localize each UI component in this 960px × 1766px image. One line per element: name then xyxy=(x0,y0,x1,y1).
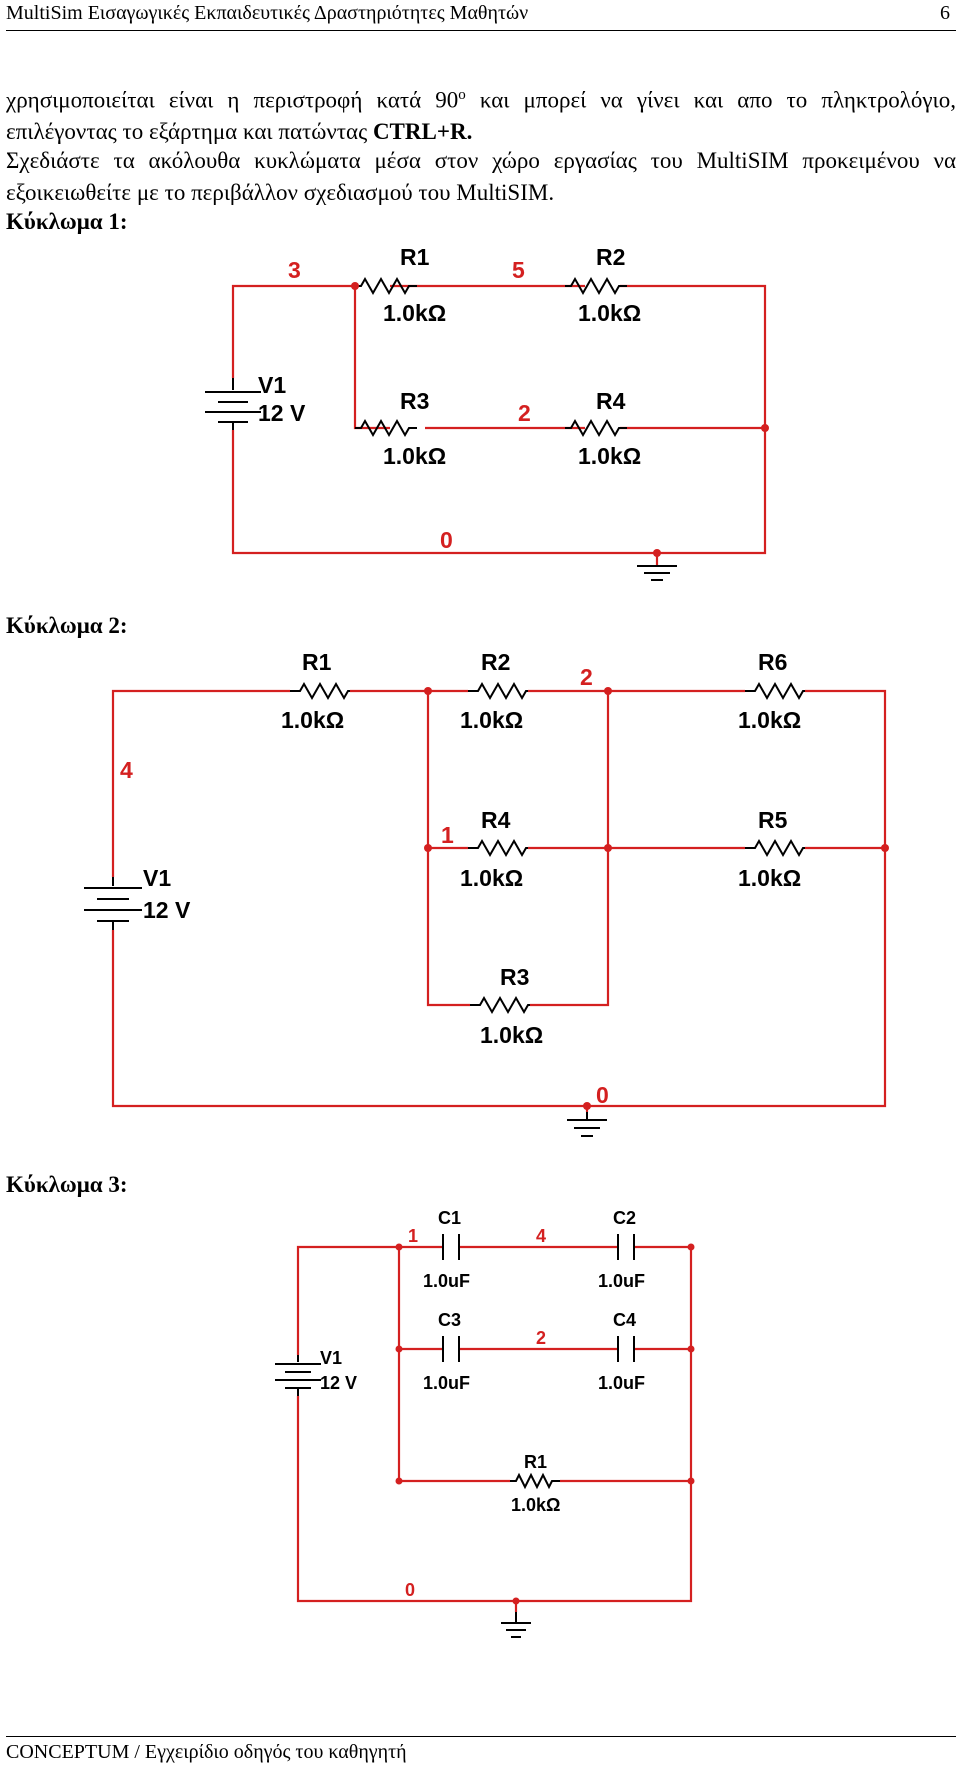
node-0: 0 xyxy=(405,1580,415,1600)
page-number: 6 xyxy=(940,2,950,24)
c4-value: 1.0uF xyxy=(598,1373,645,1393)
footer-text: CONCEPTUM / Εγχειρίδιο οδηγός του καθηγη… xyxy=(6,1741,407,1763)
r4-name: R4 xyxy=(596,388,626,414)
circuit3-schematic: 1 4 2 0 C1 1.0uF C2 1.0uF C3 1.0uF C4 1.… xyxy=(275,1208,695,1638)
r3-name: R3 xyxy=(500,964,529,990)
node-0: 0 xyxy=(596,1082,609,1108)
node-4: 4 xyxy=(120,757,133,783)
r1-name: R1 xyxy=(524,1452,547,1472)
instruction-paragraph: Σχεδιάστε τα ακόλουθα κυκλώματα μέσα στο… xyxy=(6,148,956,205)
r1-name: R1 xyxy=(400,244,430,270)
r3-name: R3 xyxy=(400,388,429,414)
node-2: 2 xyxy=(536,1328,546,1348)
r2-value: 1.0kΩ xyxy=(578,300,641,326)
intro-text-b: και μπορεί να γίνει και απο το πληκτρολό… xyxy=(6,87,956,145)
degree-mark: ο xyxy=(458,87,466,103)
r1-value: 1.0kΩ xyxy=(383,300,446,326)
r6-value: 1.0kΩ xyxy=(738,707,801,733)
v1-name: V1 xyxy=(320,1348,342,1368)
r1-value: 1.0kΩ xyxy=(281,707,344,733)
c1-value: 1.0uF xyxy=(423,1271,470,1291)
r3-value: 1.0kΩ xyxy=(383,443,446,469)
r5-name: R5 xyxy=(758,807,788,833)
node-3: 3 xyxy=(288,257,301,283)
header-title: MultiSim Εισαγωγικές Εκπαιδευτικές Δραστ… xyxy=(6,2,529,24)
c1-name: C1 xyxy=(438,1208,461,1228)
node-1: 1 xyxy=(408,1226,418,1246)
node-0: 0 xyxy=(440,527,453,553)
intro-text-c: . xyxy=(466,119,473,145)
c2-value: 1.0uF xyxy=(598,1271,645,1291)
v1-name: V1 xyxy=(258,372,286,398)
circuit3-heading: Κύκλωμα 3: xyxy=(6,1172,128,1197)
r5-value: 1.0kΩ xyxy=(738,865,801,891)
node-2: 2 xyxy=(518,400,531,426)
circuit1-heading: Κύκλωμα 1: xyxy=(6,209,128,234)
intro-text-a: χρησιμοποιείται είναι η περιστροφή κατά … xyxy=(6,87,459,113)
v1-value: 12 V xyxy=(320,1373,357,1393)
circuit1-schematic: 3 5 2 0 R1 1.0kΩ R2 1.0kΩ R3 1.0kΩ R4 1.… xyxy=(205,244,769,581)
r2-name: R2 xyxy=(481,649,510,675)
r4-value: 1.0kΩ xyxy=(578,443,641,469)
page-footer: CONCEPTUM / Εγχειρίδιο οδηγός του καθηγη… xyxy=(6,1736,956,1763)
shortcut-text: CTRL+R xyxy=(372,119,467,145)
r2-value: 1.0kΩ xyxy=(460,707,523,733)
r1-name: R1 xyxy=(302,649,332,675)
c4-name: C4 xyxy=(613,1310,636,1330)
c2-name: C2 xyxy=(613,1208,636,1228)
circuit2-heading: Κύκλωμα 2: xyxy=(6,613,128,638)
node-4: 4 xyxy=(536,1226,546,1246)
r4-value: 1.0kΩ xyxy=(460,865,523,891)
v1-value: 12 V xyxy=(143,897,191,923)
c3-value: 1.0uF xyxy=(423,1373,470,1393)
c3-name: C3 xyxy=(438,1310,461,1330)
v1-value: 12 V xyxy=(258,400,306,426)
node-1: 1 xyxy=(441,822,454,848)
node-5: 5 xyxy=(512,257,525,283)
r4-name: R4 xyxy=(481,807,511,833)
page-header: MultiSim Εισαγωγικές Εκπαιδευτικές Δραστ… xyxy=(6,0,956,31)
node-2: 2 xyxy=(580,664,593,690)
circuit2-schematic: 4 2 1 0 R1 1.0kΩ R2 1.0kΩ R6 1.0kΩ R4 1.… xyxy=(84,649,889,1137)
intro-paragraph: χρησιμοποιείται είναι η περιστροφή κατά … xyxy=(6,80,956,148)
r6-name: R6 xyxy=(758,649,787,675)
v1-name: V1 xyxy=(143,865,171,891)
r2-name: R2 xyxy=(596,244,625,270)
r3-value: 1.0kΩ xyxy=(480,1022,543,1048)
r1-value: 1.0kΩ xyxy=(511,1495,560,1515)
